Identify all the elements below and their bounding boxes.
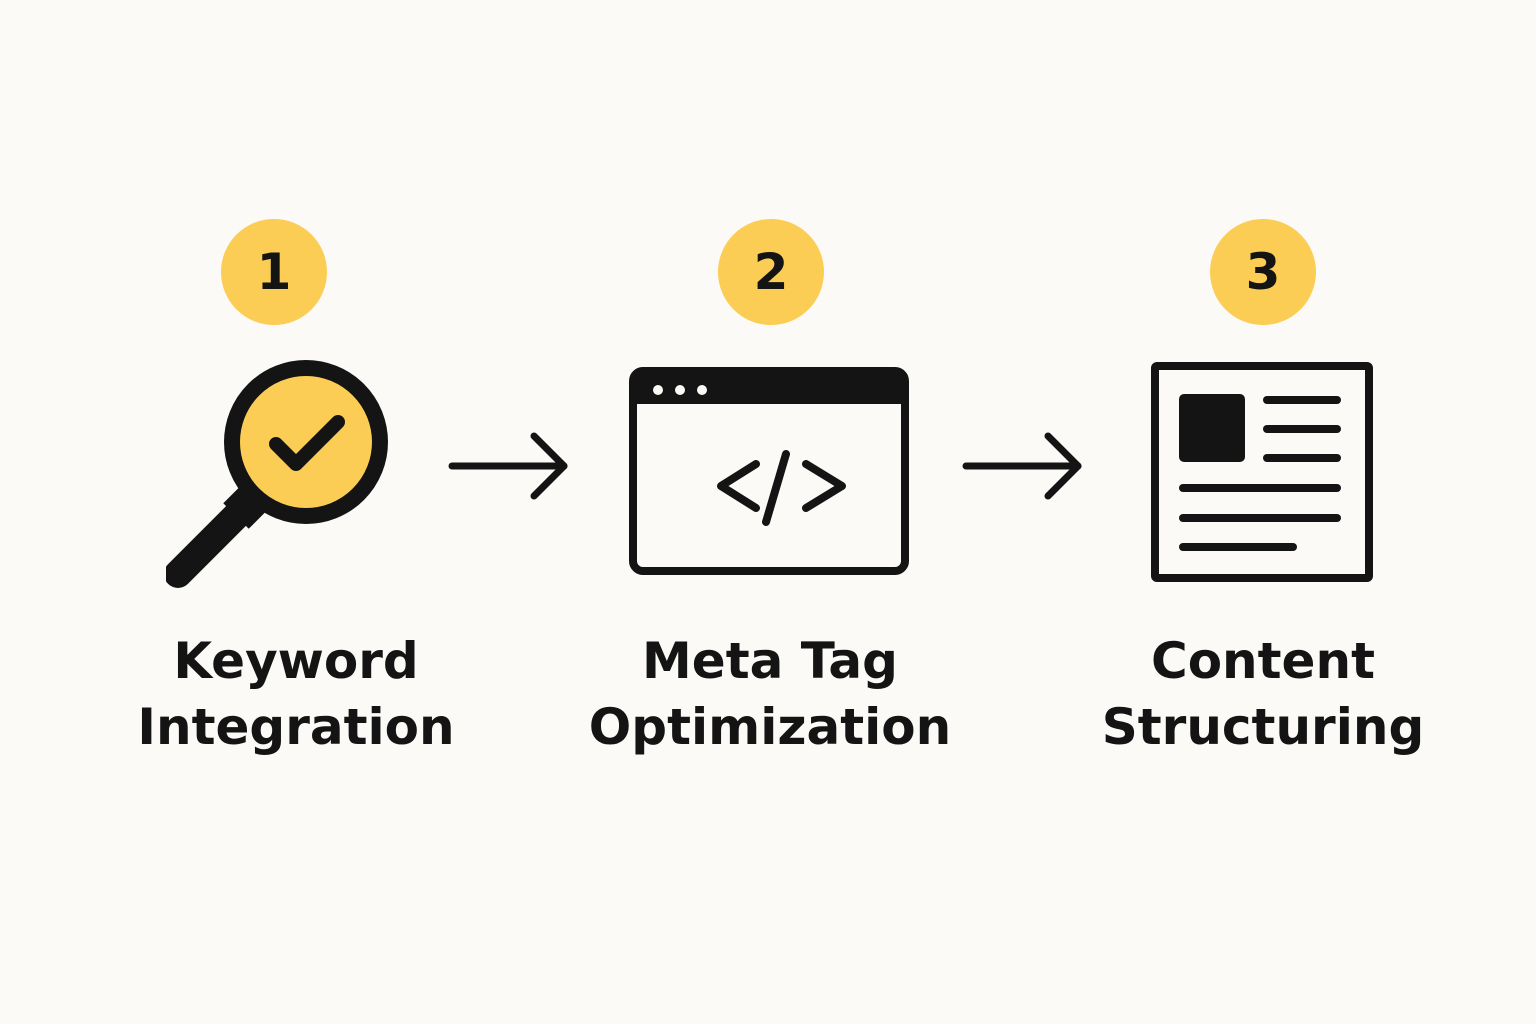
step-content-structuring: 3 Content Structuring (1053, 0, 1473, 1024)
step-label-line1: Keyword (173, 632, 419, 690)
document-layout-icon (1151, 362, 1373, 582)
step-label-line1: Content (1151, 632, 1375, 690)
right-arrow-icon (962, 432, 1082, 500)
step-number-badge: 3 (1210, 219, 1316, 325)
step-label-line2: Structuring (1101, 698, 1425, 756)
step-label-line1: Meta Tag (642, 632, 898, 690)
step-label-line2: Integration (137, 698, 455, 756)
step-keyword-integration: 1 Keyword Integration (86, 0, 506, 1024)
step-label-line2: Optimization (588, 698, 952, 756)
browser-code-icon (629, 367, 909, 575)
step-number-badge: 2 (718, 219, 824, 325)
step-meta-tag-optimization: 2 Meta Tag Optimization (560, 0, 980, 1024)
step-number-badge: 1 (221, 219, 327, 325)
magnifier-check-icon (166, 360, 388, 588)
step-label: Content Structuring (1053, 628, 1473, 760)
right-arrow-icon (448, 432, 568, 500)
step-label: Meta Tag Optimization (560, 628, 980, 760)
step-label: Keyword Integration (86, 628, 506, 760)
